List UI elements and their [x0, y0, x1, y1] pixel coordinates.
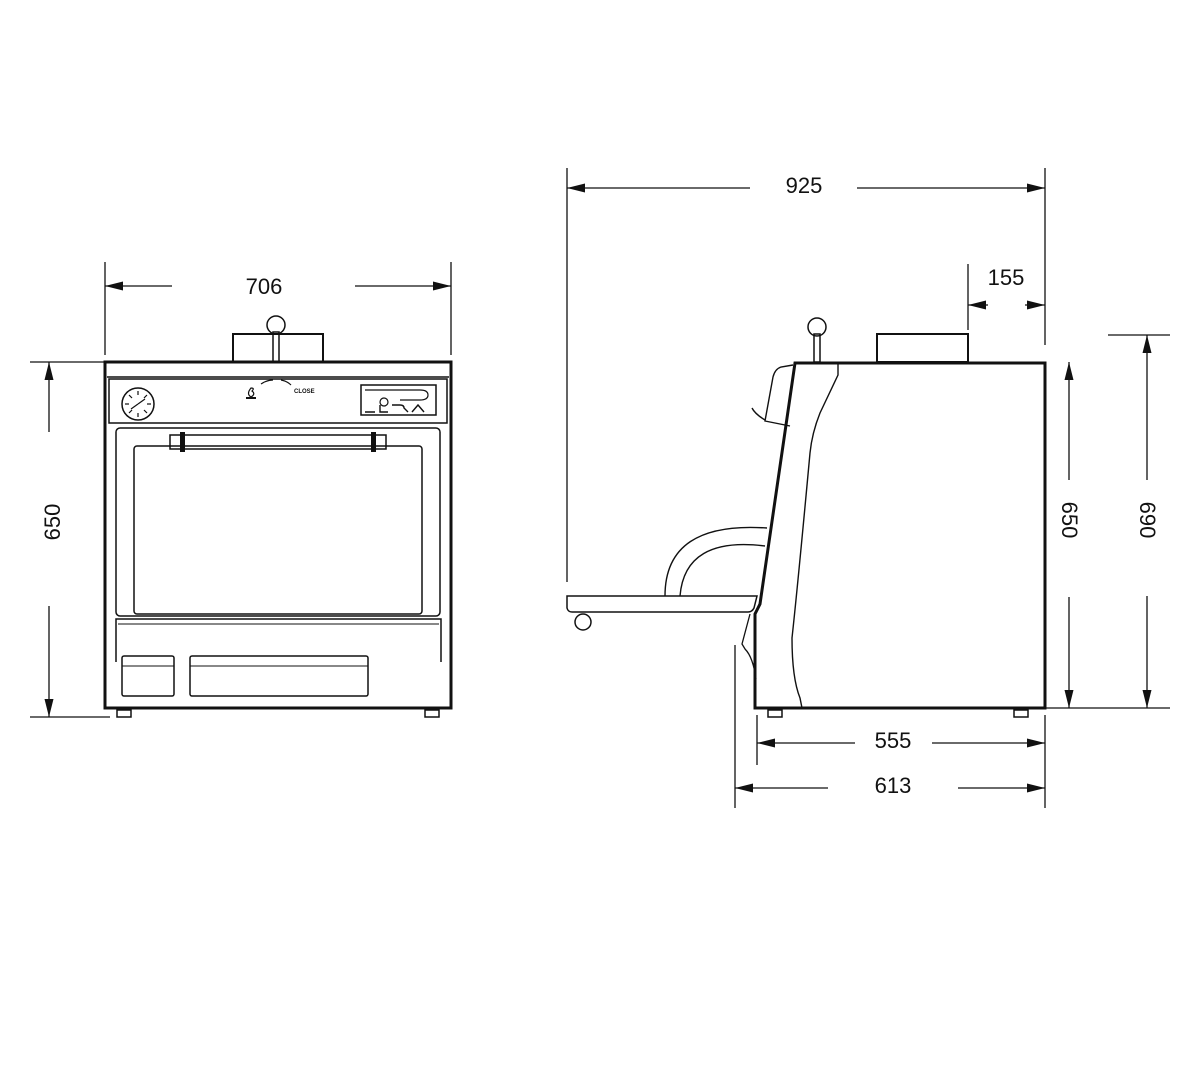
oven-body — [103, 360, 453, 710]
dimension-total-depth — [566, 168, 1046, 582]
brand-logo — [360, 384, 437, 416]
open-door-tray — [566, 595, 758, 613]
dimension-total-depth-label: 925 — [786, 173, 823, 198]
dimension-body-depth — [756, 715, 1046, 808]
dimension-depth-with-handle-label: 613 — [875, 773, 912, 798]
dimension-depth-with-handle — [734, 645, 1045, 808]
door-handle-side — [751, 364, 794, 427]
dimension-body-height — [1045, 362, 1170, 709]
damper-stem — [272, 331, 280, 363]
dimension-total-height — [1108, 334, 1170, 708]
drawer-right — [189, 655, 369, 697]
dimension-width — [104, 262, 452, 355]
control-panel — [108, 378, 448, 424]
foot — [116, 709, 132, 718]
dimension-body-height-label: 650 — [1057, 502, 1082, 539]
chimney — [876, 333, 969, 363]
damper-close-label: CLOSE — [294, 389, 315, 395]
wheel — [574, 613, 592, 631]
damper-knob — [807, 317, 827, 337]
thermometer-icon — [121, 387, 155, 421]
dimension-height-front-label: 650 — [40, 504, 65, 541]
foot — [424, 709, 440, 718]
dimension-chimney-offset — [967, 264, 1045, 330]
chimney — [232, 333, 324, 363]
damper-knob — [266, 315, 286, 335]
dimension-height-front — [30, 361, 110, 718]
foot — [767, 709, 783, 718]
flame-icon — [246, 387, 256, 399]
dimension-chimney-offset-label: 155 — [988, 265, 1025, 290]
dimension-body-depth-label: 555 — [875, 728, 912, 753]
oven-door — [115, 427, 441, 617]
drawer-left — [121, 655, 175, 697]
oven-window — [133, 445, 423, 615]
dimension-total-height-label: 690 — [1135, 502, 1160, 539]
side-view — [566, 317, 1047, 718]
front-view: CLOSE — [103, 315, 453, 718]
foot — [1013, 709, 1029, 718]
oven-body-side — [753, 361, 1047, 710]
dimension-width-label: 706 — [246, 274, 283, 299]
door-arc — [664, 526, 768, 597]
door-handle — [169, 434, 387, 450]
